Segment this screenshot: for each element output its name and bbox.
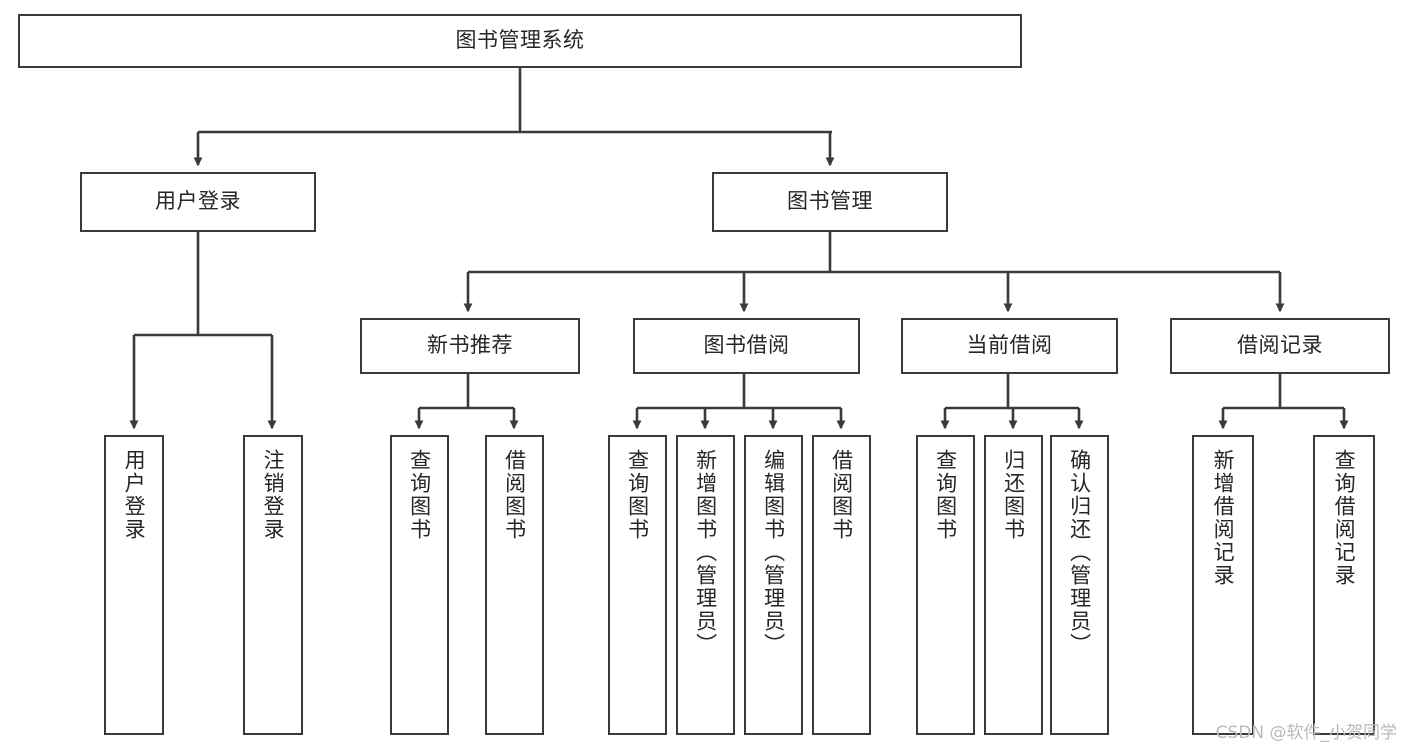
leaf-query-book-borrow-label: 查询图书 xyxy=(625,449,650,541)
leaf-query-borrow-record[interactable]: 查询借阅记录 xyxy=(1313,435,1375,735)
leaf-confirm-return-admin[interactable]: 确认归还（管理员） xyxy=(1050,435,1109,735)
node-borrow-records[interactable]: 借阅记录 xyxy=(1170,318,1390,374)
node-new-book-recommend-label: 新书推荐 xyxy=(427,333,513,358)
leaf-query-book-borrow[interactable]: 查询图书 xyxy=(608,435,667,735)
leaf-add-borrow-record-label: 新增借阅记录 xyxy=(1211,449,1236,587)
node-user-login-label: 用户登录 xyxy=(155,189,241,214)
leaf-return-book[interactable]: 归还图书 xyxy=(984,435,1043,735)
node-book-borrow[interactable]: 图书借阅 xyxy=(633,318,860,374)
node-book-borrow-label: 图书借阅 xyxy=(703,333,790,358)
node-book-management[interactable]: 图书管理 xyxy=(712,172,948,232)
leaf-add-book-admin-label: 新增图书（管理员） xyxy=(693,449,718,656)
leaf-user-login-label: 用户登录 xyxy=(122,449,147,541)
leaf-query-book-current[interactable]: 查询图书 xyxy=(916,435,975,735)
node-current-borrow-label: 当前借阅 xyxy=(966,333,1053,358)
leaf-add-book-admin[interactable]: 新增图书（管理员） xyxy=(676,435,735,735)
leaf-query-book-current-label: 查询图书 xyxy=(933,449,958,541)
node-book-management-label: 图书管理 xyxy=(787,189,873,214)
leaf-logout[interactable]: 注销登录 xyxy=(243,435,303,735)
node-user-login[interactable]: 用户登录 xyxy=(80,172,316,232)
csdn-watermark: CSDN @软件_小贺同学 xyxy=(1215,723,1397,743)
leaf-return-book-label: 归还图书 xyxy=(1001,449,1026,541)
leaf-borrow-book-label: 借阅图书 xyxy=(829,449,854,541)
leaf-query-book-recommend-label: 查询图书 xyxy=(407,449,432,541)
node-new-book-recommend[interactable]: 新书推荐 xyxy=(360,318,580,374)
node-root-label: 图书管理系统 xyxy=(455,28,585,53)
leaf-edit-book-admin[interactable]: 编辑图书（管理员） xyxy=(744,435,803,735)
leaf-add-borrow-record[interactable]: 新增借阅记录 xyxy=(1192,435,1254,735)
leaf-user-login[interactable]: 用户登录 xyxy=(104,435,164,735)
leaf-borrow-book-recommend[interactable]: 借阅图书 xyxy=(485,435,544,735)
leaf-borrow-book[interactable]: 借阅图书 xyxy=(812,435,871,735)
leaf-logout-label: 注销登录 xyxy=(261,449,286,541)
leaf-borrow-book-recommend-label: 借阅图书 xyxy=(502,449,527,541)
node-current-borrow[interactable]: 当前借阅 xyxy=(901,318,1118,374)
leaf-query-book-recommend[interactable]: 查询图书 xyxy=(390,435,449,735)
node-borrow-records-label: 借阅记录 xyxy=(1237,333,1323,358)
leaf-confirm-return-admin-label: 确认归还（管理员） xyxy=(1067,449,1092,656)
node-root[interactable]: 图书管理系统 xyxy=(18,14,1022,68)
leaf-query-borrow-record-label: 查询借阅记录 xyxy=(1332,449,1357,587)
leaf-edit-book-admin-label: 编辑图书（管理员） xyxy=(761,449,786,656)
